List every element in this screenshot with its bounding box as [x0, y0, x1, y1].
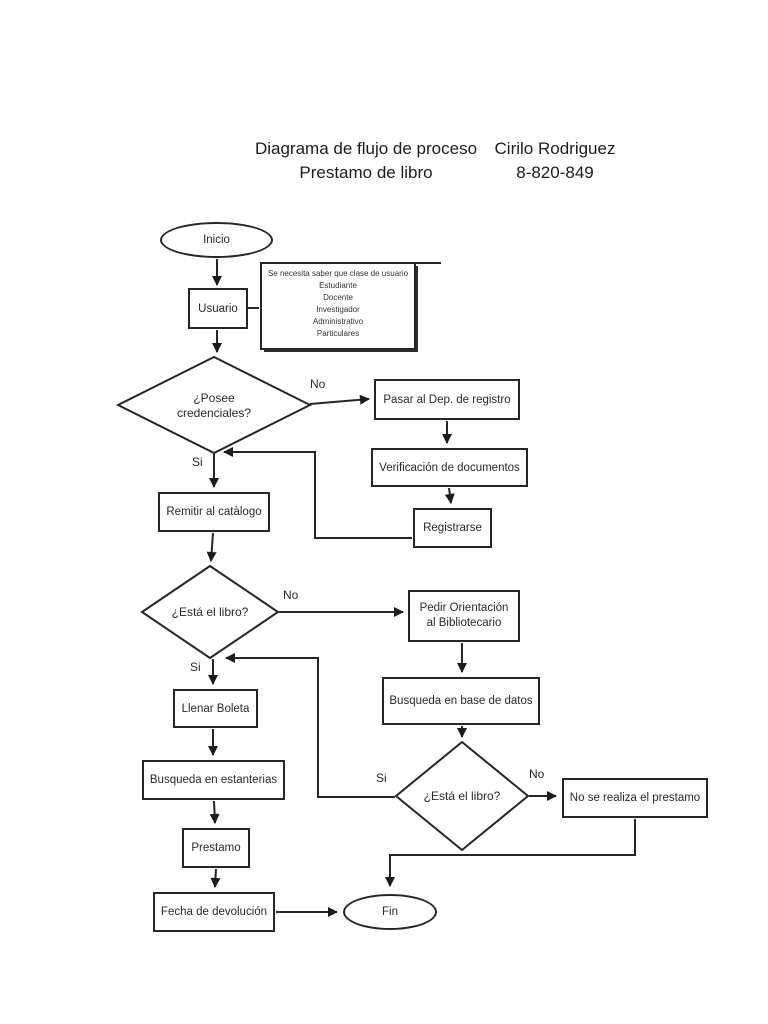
page-title-line1: Diagrama de flujo de proceso: [254, 139, 478, 158]
process-pedir-orientacion-line2: al Bibliotecario: [426, 617, 502, 629]
author-block: Cirilo Rodriguez 8-820-849: [470, 137, 640, 185]
terminator-inicio: Inicio: [160, 222, 273, 258]
connector-decision3-si-feedback-decision2: [225, 653, 395, 798]
edge-label-credenciales-no: No: [310, 377, 326, 391]
annotation-item-investigador: Investigador: [316, 305, 360, 314]
process-prestamo: Prestamo: [182, 828, 250, 868]
process-llenar-boleta: Llenar Boleta: [173, 689, 258, 728]
annotation-clase-usuario: Se necesita saber que clase de usuario E…: [260, 262, 416, 350]
terminator-fin-label: Fin: [382, 906, 398, 918]
decision-posee-credenciales-line1: ¿Posee: [193, 391, 235, 405]
process-busqueda-estanterias: Busqueda en estanterias: [142, 760, 285, 800]
process-fecha-devolucion: Fecha de devolución: [153, 892, 275, 932]
decision-posee-credenciales-label: ¿Posee credenciales?: [154, 391, 274, 421]
connector-noserealiza-fin: [385, 819, 636, 887]
author-id: 8-820-849: [516, 163, 594, 182]
process-pedir-orientacion-label: Pedir Orientación al Bibliotecario: [420, 601, 509, 631]
annotation-header: Se necesita saber que clase de usuario: [267, 269, 409, 278]
process-remitir-catalogo-label: Remitir al catàlogo: [166, 506, 262, 518]
annotation-item-docente: Docente: [323, 293, 353, 302]
process-pasar-registro-label: Pasar al Dep. de registro: [383, 393, 511, 406]
decision-posee-credenciales-shape: [115, 355, 313, 455]
process-llenar-boleta-label: Llenar Boleta: [181, 702, 250, 715]
process-no-se-realiza-label: No se realiza el prestamo: [569, 792, 701, 804]
edge-label-libro2-si: Si: [376, 771, 387, 785]
decision-posee-credenciales-line2: credenciales?: [176, 406, 252, 420]
process-busqueda-estanterias-label: Busqueda en estanterias: [149, 774, 278, 786]
process-usuario: Usuario: [188, 288, 248, 329]
connector-registrarse-feedback-decision1: [223, 447, 412, 539]
annotation-item-administrativo: Administrativo: [312, 317, 364, 326]
process-pedir-orientacion: Pedir Orientación al Bibliotecario: [408, 590, 520, 642]
terminator-fin: Fin: [343, 894, 437, 930]
edge-label-libro1-si: Si: [190, 660, 201, 674]
page-title: Diagrama de flujo de proceso Prestamo de…: [230, 137, 502, 185]
process-registrarse-label: Registrarse: [423, 522, 482, 534]
connector-prestamo-fecha: [210, 868, 221, 888]
decision-esta-el-libro-2-label: ¿Está el libro?: [423, 789, 501, 803]
process-remitir-catalogo: Remitir al catàlogo: [158, 492, 270, 532]
edge-label-libro1-no: No: [283, 588, 299, 602]
edge-label-credenciales-si: Si: [192, 455, 203, 469]
decision-shapes: [115, 355, 530, 852]
page-title-line2: Prestamo de libro: [299, 163, 433, 182]
edge-label-libro2-no: No: [529, 767, 545, 781]
decision-esta-el-libro-1-label: ¿Está el libro?: [171, 605, 249, 619]
process-busqueda-base-datos: Busqueda en base de datos: [382, 677, 540, 725]
process-verificacion-documentos: Verificación de documentos: [371, 448, 528, 487]
decision-esta-el-libro-2-shape: [394, 740, 530, 852]
process-pedir-orientacion-line1: Pedir Orientación: [419, 602, 509, 615]
connector-decision1-no-pasar: [309, 394, 370, 405]
annotation-item-estudiante: Estudiante: [319, 281, 357, 290]
process-no-se-realiza: No se realiza el prestamo: [562, 778, 708, 818]
flow-connectors: [206, 259, 636, 917]
decision-esta-el-libro-1-shape: [140, 564, 280, 660]
connector-estanterias-prestamo: [209, 800, 220, 824]
connector-verificacion-registrarse: [444, 487, 455, 504]
annotation-item-particulares: Particulares: [316, 329, 360, 338]
process-busqueda-base-datos-label: Busqueda en base de datos: [389, 695, 533, 707]
process-registrarse: Registrarse: [413, 508, 492, 548]
author-name: Cirilo Rodriguez: [494, 139, 616, 158]
process-pasar-registro: Pasar al Dep. de registro: [374, 379, 520, 420]
connector-remitir-decision2: [206, 532, 217, 562]
process-usuario-label: Usuario: [198, 302, 238, 315]
process-fecha-devolucion-label: Fecha de devolución: [160, 906, 268, 918]
process-verificacion-documentos-label: Verificación de documentos: [379, 461, 520, 474]
terminator-inicio-label: Inicio: [203, 234, 230, 246]
process-prestamo-label: Prestamo: [191, 842, 241, 854]
